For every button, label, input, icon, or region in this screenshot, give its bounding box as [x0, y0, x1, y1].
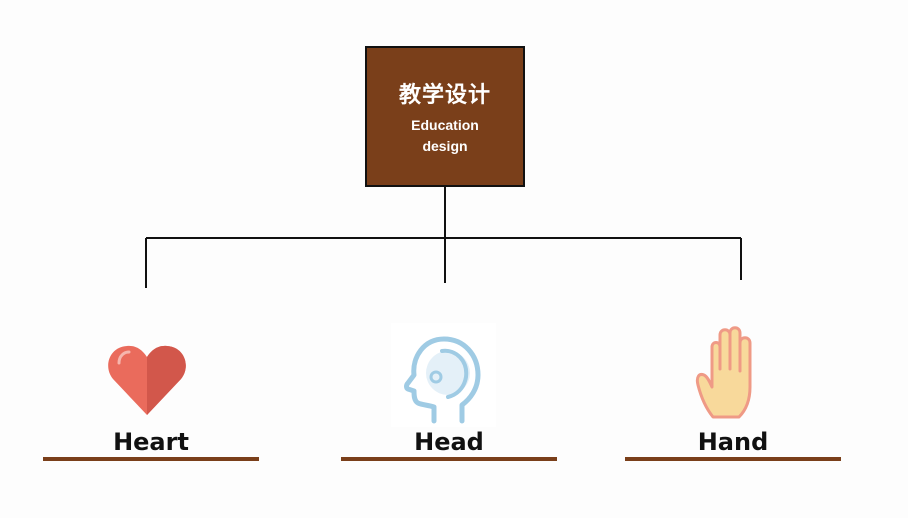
hand-icon — [695, 326, 752, 419]
heart-underline — [43, 457, 259, 461]
hand-underline — [625, 457, 841, 461]
head-underline — [341, 457, 557, 461]
root-subtitle-line2: design — [422, 137, 468, 154]
heart-icon — [108, 345, 186, 415]
hand-label: Hand — [697, 428, 769, 456]
root-subtitle-line1: Education — [411, 116, 479, 133]
head-icon — [404, 336, 481, 424]
root-node: 教学设计 Education design — [365, 46, 525, 187]
root-title: 教学设计 — [398, 82, 491, 108]
heart-label: Heart — [113, 428, 189, 456]
head-label: Head — [414, 428, 484, 456]
